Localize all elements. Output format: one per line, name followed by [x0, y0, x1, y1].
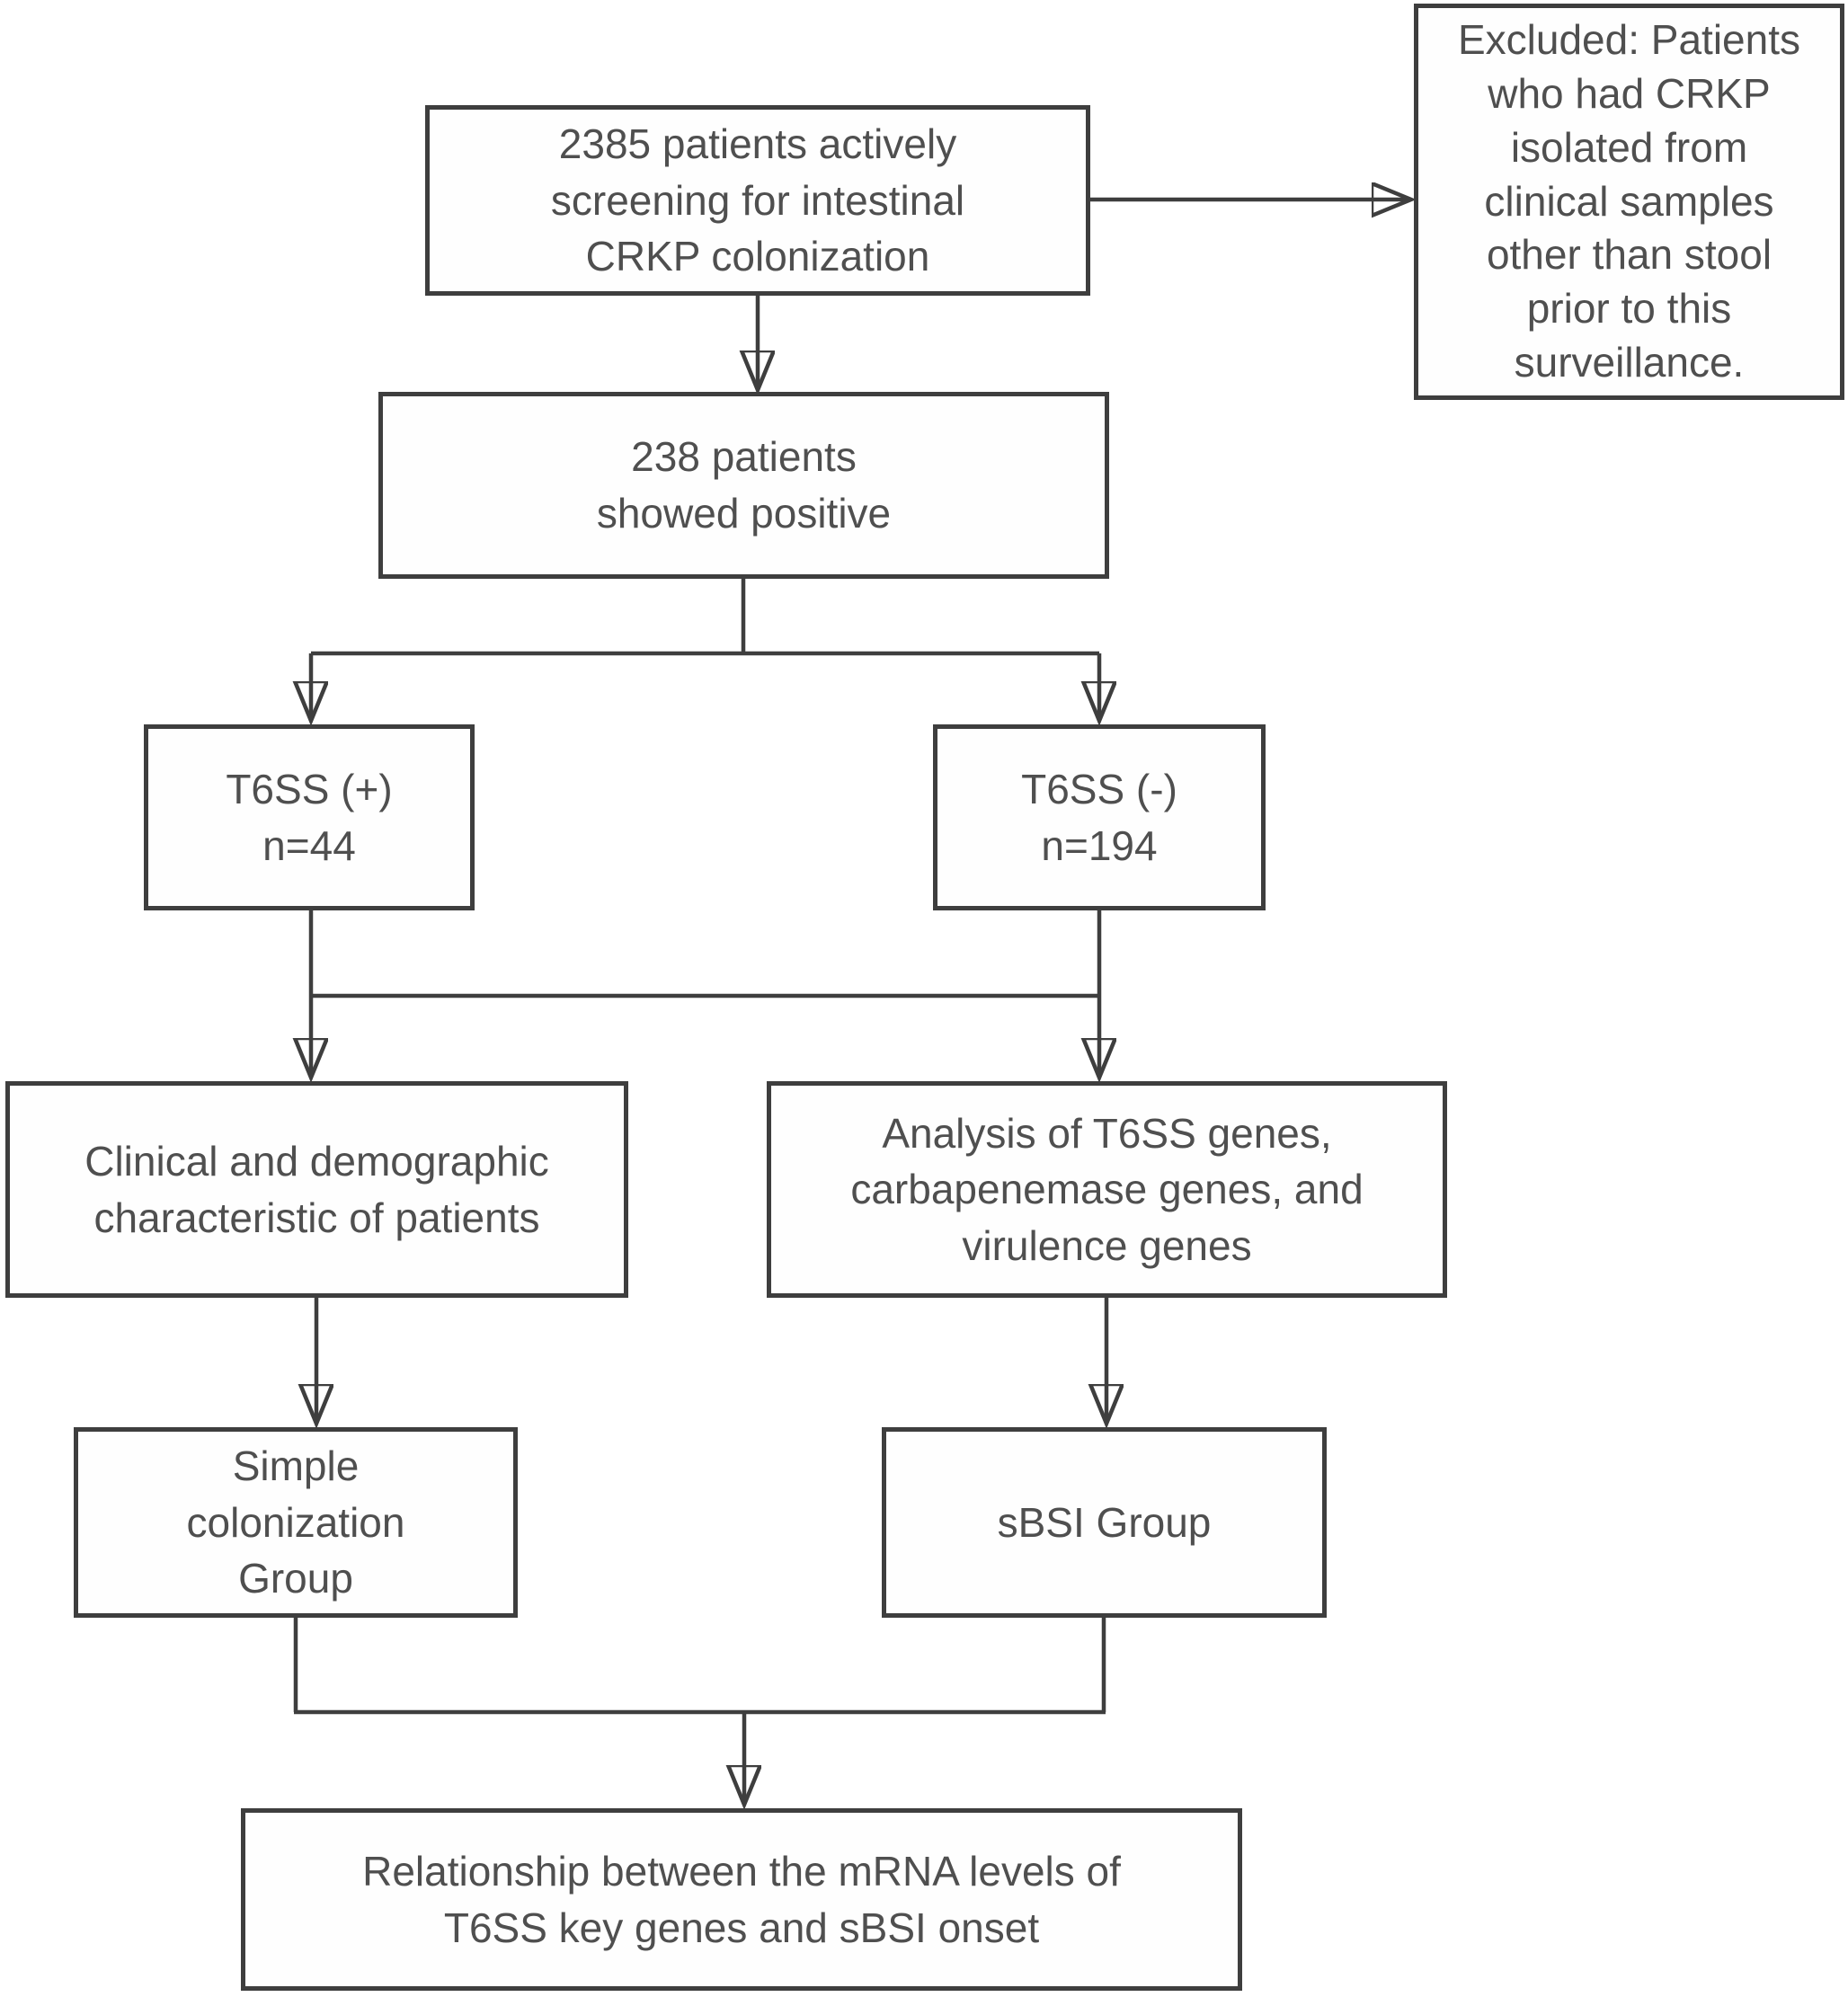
node-screening-label: 2385 patients actively screening for int…: [550, 120, 965, 280]
node-analysis: Analysis of T6SS genes, carbapenemase ge…: [767, 1081, 1447, 1298]
node-t6ss-positive-label: T6SS (+) n=44: [226, 765, 393, 869]
node-clinical: Clinical and demographic characteristic …: [5, 1081, 628, 1298]
node-analysis-label: Analysis of T6SS genes, carbapenemase ge…: [850, 1109, 1364, 1269]
node-simple-colonization-label: Simple colonization Group: [186, 1442, 405, 1602]
node-relationship-label: Relationship between the mRNA levels of …: [362, 1847, 1121, 1951]
node-excluded-label: Excluded: Patients who had CRKP isolated…: [1457, 16, 1800, 386]
node-sbsi: sBSI Group: [882, 1427, 1327, 1618]
node-excluded: Excluded: Patients who had CRKP isolated…: [1414, 4, 1844, 400]
node-sbsi-label: sBSI Group: [997, 1498, 1212, 1546]
node-positive-label: 238 patients showed positive: [596, 433, 892, 537]
node-clinical-label: Clinical and demographic characteristic …: [84, 1137, 549, 1241]
node-t6ss-positive: T6SS (+) n=44: [144, 724, 475, 910]
node-simple-colonization: Simple colonization Group: [74, 1427, 518, 1618]
node-relationship: Relationship between the mRNA levels of …: [241, 1808, 1242, 1991]
node-t6ss-negative-label: T6SS (-) n=194: [1021, 765, 1177, 869]
node-t6ss-negative: T6SS (-) n=194: [933, 724, 1266, 910]
node-screening: 2385 patients actively screening for int…: [425, 105, 1090, 296]
node-positive: 238 patients showed positive: [378, 392, 1109, 579]
